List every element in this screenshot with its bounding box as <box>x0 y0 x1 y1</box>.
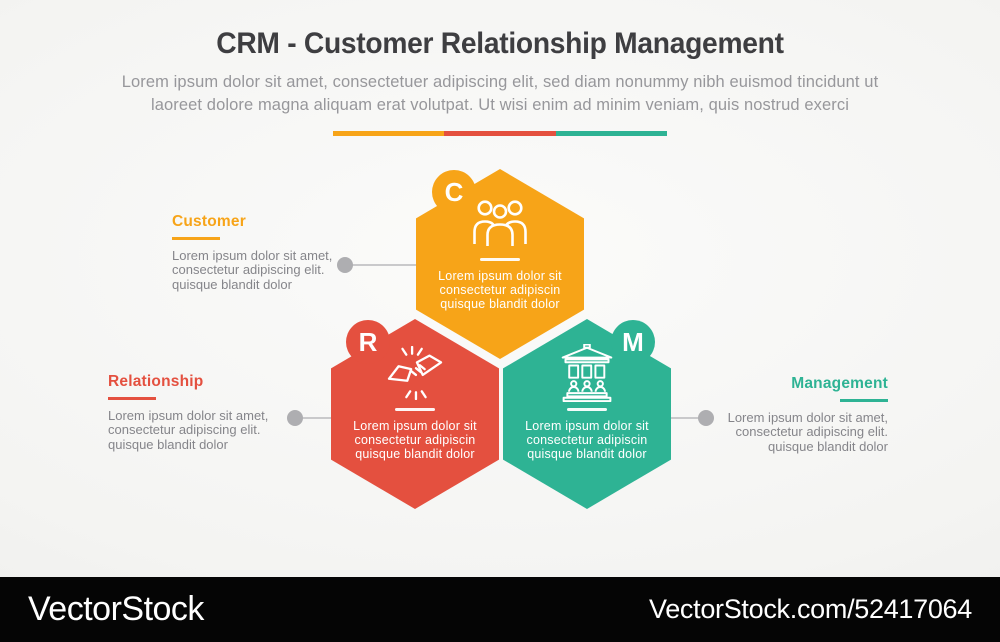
hex-customer-line3: quisque blandit dolor <box>440 297 560 311</box>
label-customer-underline <box>172 237 220 240</box>
hex-divider <box>395 408 435 411</box>
bank-building-icon <box>560 344 614 402</box>
divider-segment-teal <box>555 131 667 136</box>
subtitle-line-1: Lorem ipsum dolor sit amet, consectetuer… <box>121 73 879 91</box>
subtitle: Lorem ipsum dolor sit amet, consectetuer… <box>70 71 930 117</box>
badge-m-label: M <box>622 326 644 357</box>
connector-line-management <box>666 417 708 419</box>
label-management-text: Lorem ipsum dolor sit amet, consectetur … <box>658 409 888 455</box>
people-group-icon <box>472 197 528 249</box>
divider-segment-orange <box>333 131 445 136</box>
divider-segment-red <box>444 131 556 136</box>
hex-customer-line2: consectetur adipiscin <box>439 283 561 297</box>
label-management-line2: consectetur adipiscing elit. <box>735 424 888 439</box>
label-relationship-underline <box>108 397 156 400</box>
label-customer-line2: consectetur adipiscing elit. <box>172 262 325 277</box>
title-divider <box>333 131 667 136</box>
label-management-line3: quisque blandit dolor <box>768 438 888 454</box>
label-block-management: Management Lorem ipsum dolor sit amet, c… <box>658 375 888 454</box>
hex-customer-text: Lorem ipsum dolor sit consectetur adipis… <box>438 269 562 311</box>
hex-customer-line1: Lorem ipsum dolor sit <box>438 269 562 283</box>
label-customer-text: Lorem ipsum dolor sit amet, consectetur … <box>172 247 402 293</box>
hex-divider <box>480 258 520 261</box>
hex-management-line1: Lorem ipsum dolor sit <box>525 419 649 433</box>
label-management-title: Management <box>791 375 888 392</box>
hex-management-line2: consectetur adipiscin <box>526 433 648 447</box>
hex-relationship-line3: quisque blandit dolor <box>355 447 475 461</box>
badge-letter-m: M <box>611 320 655 364</box>
label-relationship-title: Relationship <box>108 373 204 390</box>
hex-divider <box>567 408 607 411</box>
page-title: CRM - Customer Relationship Management <box>216 27 784 60</box>
label-management-line1: Lorem ipsum dolor sit amet, <box>727 409 888 425</box>
hex-management-text: Lorem ipsum dolor sit consectetur adipis… <box>525 419 649 461</box>
vectorstock-logo: VectorStock <box>28 590 204 628</box>
badge-r-label: R <box>358 326 378 357</box>
badge-c-label: C <box>444 176 464 207</box>
label-relationship-line2: consectetur adipiscing elit. <box>108 422 261 437</box>
label-relationship-line1: Lorem ipsum dolor sit amet, <box>108 407 269 423</box>
connector-line-relationship <box>295 417 337 419</box>
label-customer-line1: Lorem ipsum dolor sit amet, <box>172 247 333 263</box>
label-customer-line3: quisque blandit dolor <box>172 276 292 292</box>
label-management-underline <box>840 399 888 402</box>
badge-letter-c: C <box>432 170 476 214</box>
label-block-customer: Customer Lorem ipsum dolor sit amet, con… <box>172 213 402 292</box>
hex-relationship-line2: consectetur adipiscin <box>354 433 476 447</box>
vectorstock-url: VectorStock.com/52417064 <box>648 594 972 624</box>
watermark-bar: VectorStock VectorStock.com/52417064 <box>0 577 1000 642</box>
connector-dot-relationship <box>287 410 303 426</box>
badge-letter-r: R <box>346 320 390 364</box>
label-relationship-text: Lorem ipsum dolor sit amet, consectetur … <box>108 407 338 453</box>
handshake-icon <box>384 346 446 400</box>
connector-dot-management <box>698 410 714 426</box>
connector-line-customer <box>345 264 420 266</box>
hex-relationship-line1: Lorem ipsum dolor sit <box>353 419 477 433</box>
label-block-relationship: Relationship Lorem ipsum dolor sit amet,… <box>108 373 338 452</box>
hex-relationship-text: Lorem ipsum dolor sit consectetur adipis… <box>353 419 477 461</box>
connector-dot-customer <box>337 257 353 273</box>
label-relationship-line3: quisque blandit dolor <box>108 436 228 452</box>
hex-management-line3: quisque blandit dolor <box>527 447 647 461</box>
label-customer-title: Customer <box>172 213 246 230</box>
subtitle-line-2: laoreet dolore magna aliquam erat volutp… <box>150 96 850 114</box>
